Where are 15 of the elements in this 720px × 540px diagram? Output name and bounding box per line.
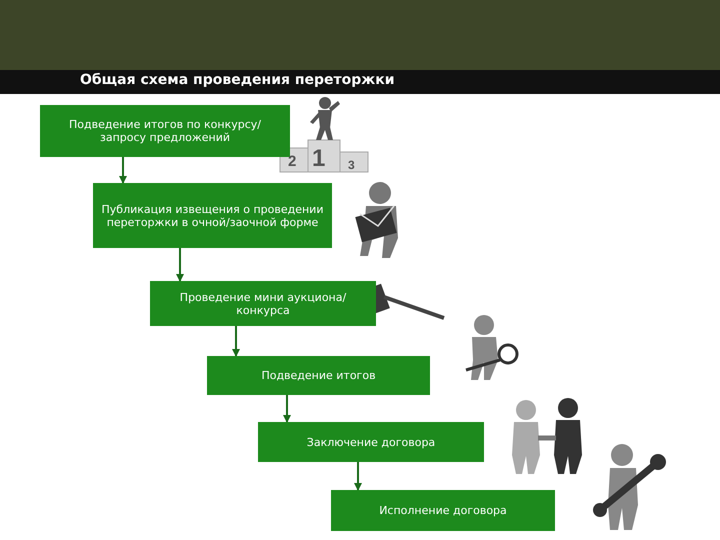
arrow — [283, 395, 291, 423]
title: Общая схема проведения переторжки — [80, 72, 395, 88]
podium-number: 1 — [312, 145, 326, 173]
arrow — [354, 462, 362, 491]
arrow — [232, 326, 240, 357]
process-box: Проведение мини аукциона/конкурса — [150, 281, 376, 326]
process-box: Заключение договора — [258, 422, 484, 462]
process-box: Подведение итогов по конкурсу/запросу предложений — [40, 105, 290, 157]
process-box: Публикация извещения о проведении переторжки в очной/заочной форме — [93, 183, 332, 248]
arrow — [119, 157, 127, 184]
process-box: Подведение итогов — [207, 356, 430, 395]
process-box: Исполнение договора — [331, 490, 555, 531]
podium-number: 2 — [288, 153, 296, 170]
podium-number: 3 — [348, 158, 355, 172]
arrow — [176, 248, 184, 282]
